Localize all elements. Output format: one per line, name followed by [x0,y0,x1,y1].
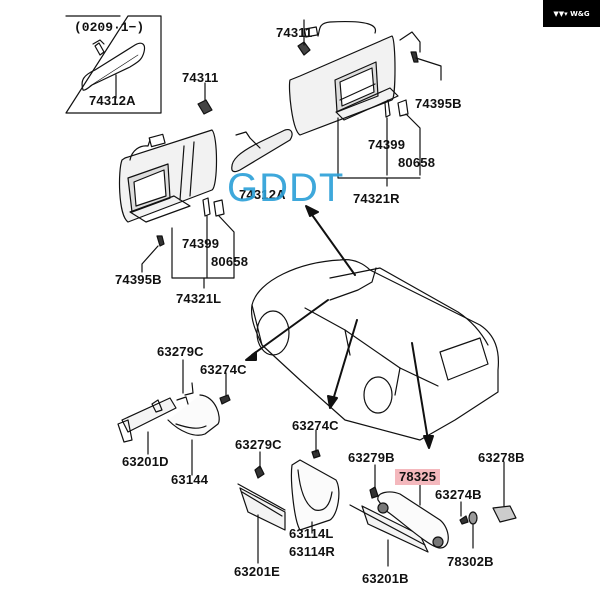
sun-visor-left-art [118,82,235,289]
label-63144: 63144 [171,472,209,487]
label-74399-left: 74399 [182,236,220,251]
leader-arrows [245,205,434,449]
label-63278b: 63278B [478,450,525,465]
watermark: GDDT [227,166,345,210]
label-74395b-left: 74395B [115,272,162,287]
label-63201b: 63201B [362,571,409,586]
label-63274c-d: 63274C [200,362,247,377]
label-80658-left: 80658 [211,254,249,269]
label-80658-right: 80658 [398,155,436,170]
label-74311-right: 74311 [276,25,313,40]
label-inset-mirror: 74312A [89,93,136,108]
brand-text: W&G [570,9,590,18]
sun-visor-right-art [288,19,442,187]
label-74321l: 74321L [176,291,222,306]
inset-box [65,15,162,114]
label-74395b-right: 74395B [415,96,462,111]
vehicle-outline [250,259,500,441]
label-63201d: 63201D [122,454,169,469]
label-74321r: 74321R [353,191,400,206]
label-78325-highlighted: 78325 [395,469,441,485]
triple-chevron-logo-icon: ▼▼▾ [553,9,571,18]
brand-badge: ▼▼▾ W&G [543,0,600,27]
label-63279c-d: 63279C [157,344,204,359]
label-63114r: 63114R [289,544,336,559]
label-74312a: 74312A [239,187,286,202]
label-63279c-e: 63279C [235,437,282,452]
label-74311-left: 74311 [182,70,219,85]
label-63274b: 63274B [435,487,482,502]
rearview-mirror-inset [81,42,146,91]
grip-handle-b-art [349,461,517,567]
inset-date-code: (0209·1−) [74,20,145,35]
rearview-mirror-art [231,129,293,173]
label-63274c-e: 63274C [292,418,339,433]
label-63279b: 63279B [348,450,395,465]
grip-handle-e-art [237,429,340,564]
label-63201e: 63201E [234,564,281,579]
label-74399-right: 74399 [368,137,406,152]
grip-handle-d-art [117,359,231,476]
label-63114l: 63114L [289,526,334,541]
label-78302b: 78302B [447,554,494,569]
